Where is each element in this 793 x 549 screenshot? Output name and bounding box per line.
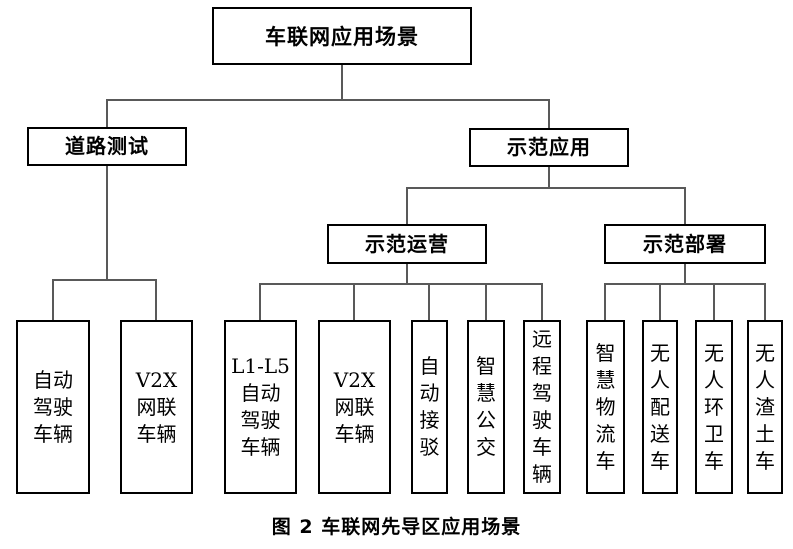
connector-line bbox=[684, 263, 686, 284]
connector-line bbox=[764, 283, 766, 320]
node-unmanned-muck-truck: 无 人 渣 土 车 bbox=[747, 320, 783, 494]
node-root-iov-application-scenarios: 车联网应用场景 bbox=[212, 7, 472, 65]
connector-line bbox=[485, 283, 487, 320]
connector-line bbox=[106, 99, 550, 101]
node-demo-operation: 示范运营 bbox=[327, 224, 487, 264]
node-road-test: 道路测试 bbox=[27, 127, 187, 166]
node-v2x-connected-vehicle: V2X 网联 车辆 bbox=[120, 320, 193, 494]
connector-line bbox=[406, 263, 408, 284]
node-unmanned-sanitation-vehicle: 无 人 环 卫 车 bbox=[695, 320, 733, 494]
connector-line bbox=[548, 166, 550, 188]
node-auto-shuttle: 自 动 接 驳 bbox=[411, 320, 448, 494]
node-demo-deployment: 示范部署 bbox=[604, 224, 766, 264]
connector-line bbox=[52, 279, 157, 281]
connector-line bbox=[353, 283, 355, 320]
connector-line bbox=[52, 279, 54, 321]
node-l1-l5-auto-driving-vehicle: L1-L5 自动 驾驶 车辆 bbox=[224, 320, 297, 494]
connector-line bbox=[406, 187, 686, 189]
node-smart-bus: 智 慧 公 交 bbox=[467, 320, 505, 494]
connector-line bbox=[259, 283, 543, 285]
node-unmanned-delivery-vehicle: 无 人 配 送 车 bbox=[642, 320, 678, 494]
connector-line bbox=[106, 165, 108, 280]
connector-line bbox=[713, 283, 715, 320]
connector-line bbox=[428, 283, 430, 320]
figure-caption: 图 2 车联网先导区应用场景 bbox=[271, 516, 522, 538]
connector-line bbox=[406, 187, 408, 225]
connector-line bbox=[684, 187, 686, 225]
connector-line bbox=[155, 279, 157, 321]
connector-line bbox=[548, 99, 550, 129]
connector-line bbox=[604, 283, 766, 285]
connector-line bbox=[604, 283, 606, 320]
node-v2x-connected-vehicle-2: V2X 网联 车辆 bbox=[318, 320, 391, 494]
node-smart-logistics-vehicle: 智 慧 物 流 车 bbox=[586, 320, 625, 494]
node-auto-driving-vehicle: 自动 驾驶 车辆 bbox=[16, 320, 90, 494]
connector-line bbox=[659, 283, 661, 320]
node-remote-driving-vehicle: 远 程 驾 驶 车 辆 bbox=[523, 320, 561, 494]
connector-line bbox=[341, 64, 343, 101]
connector-line bbox=[541, 283, 543, 320]
connector-line bbox=[106, 99, 108, 128]
node-demo-application: 示范应用 bbox=[469, 128, 629, 167]
connector-line bbox=[259, 283, 261, 320]
